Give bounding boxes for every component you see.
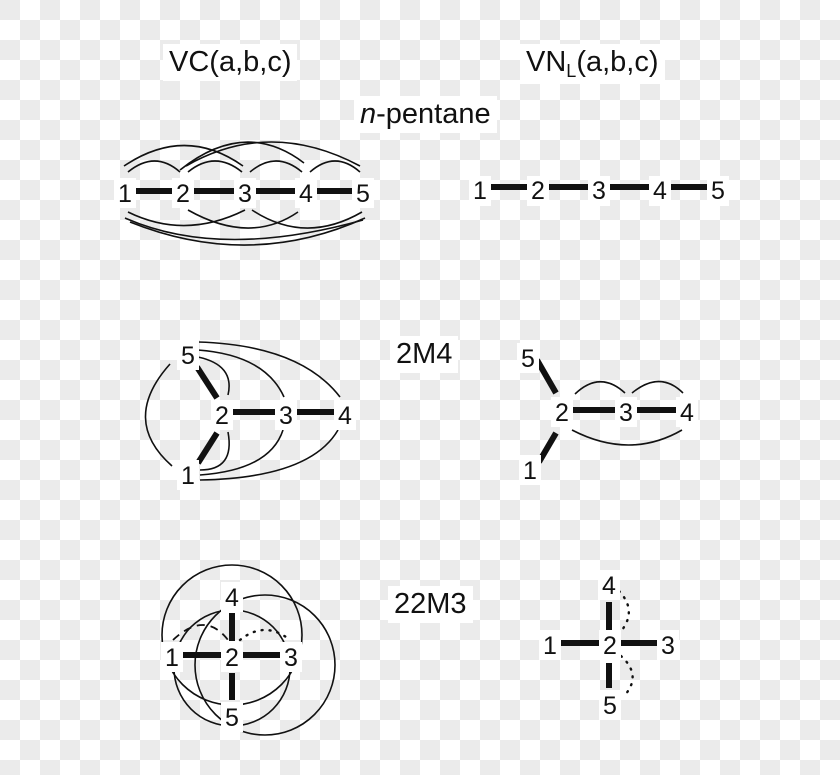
arc — [129, 217, 366, 246]
molecule-name-italic-prefix: n — [360, 98, 377, 130]
graph-n-pentane-vc: 1 2 3 4 5 — [114, 141, 374, 246]
arc — [199, 429, 284, 476]
header-vnl: VNL(a,b,c) — [520, 44, 665, 84]
atom-label: 3 — [284, 644, 298, 672]
arc — [631, 380, 684, 394]
atom-label: 1 — [181, 462, 195, 490]
header-vc-text: VC(a,b,c) — [169, 46, 292, 78]
arc — [187, 160, 243, 173]
arc — [185, 141, 361, 167]
dotted-arc — [619, 654, 634, 697]
atom-label: 5 — [181, 342, 195, 370]
atom-label: 2 — [531, 177, 545, 205]
atom-label: 4 — [338, 402, 352, 430]
atom-label: 5 — [521, 345, 535, 373]
molecule-name-22m3: 22M3 — [388, 586, 473, 623]
arc — [574, 380, 626, 395]
header-vnl-suffix: (a,b,c) — [576, 46, 659, 78]
atom-label: 1 — [473, 177, 487, 205]
bond — [195, 431, 220, 465]
arc — [571, 429, 683, 446]
graph-n-pentane-vnl: 1 2 3 4 5 — [469, 176, 729, 206]
arc — [124, 217, 364, 241]
molecule-name-rest: -pentane — [376, 98, 491, 130]
atom-label: 5 — [225, 704, 239, 732]
arc — [199, 431, 230, 471]
atom-label: 3 — [238, 180, 252, 208]
atom-label: 1 — [165, 644, 179, 672]
arc — [197, 356, 230, 396]
dotted-arc — [238, 628, 292, 642]
arc — [197, 341, 341, 398]
atom-label: 2 — [225, 644, 239, 672]
header-vnl-main: VN — [526, 46, 567, 78]
atom-label: 1 — [118, 180, 132, 208]
arc — [144, 363, 173, 467]
graph-2m4-vc: 5 2 3 4 1 — [144, 340, 356, 490]
dashed-arc — [172, 624, 229, 641]
arc — [127, 209, 246, 227]
atom-label: 4 — [653, 177, 667, 205]
molecule-name-n-pentane: n-pentane — [354, 96, 497, 133]
atom-label: 4 — [602, 572, 616, 600]
arc — [187, 209, 299, 229]
arc — [179, 141, 305, 171]
dotted-arc — [617, 589, 630, 632]
bond — [534, 358, 559, 395]
bond — [194, 365, 220, 400]
arc — [199, 429, 339, 481]
header-vnl-subscript: L — [566, 61, 577, 81]
atom-label: 3 — [661, 632, 675, 660]
atom-label: 5 — [356, 180, 370, 208]
molecule-name-text: 2M4 — [396, 338, 453, 370]
atom-label: 2 — [176, 180, 190, 208]
arc — [194, 594, 336, 736]
graph-22m3-vc: 4 1 2 3 5 — [161, 564, 336, 736]
arc — [127, 160, 181, 173]
atom-label: 5 — [711, 177, 725, 205]
molecule-name-text: 22M3 — [394, 588, 467, 620]
atom-label: 2 — [555, 399, 569, 427]
atom-label: 4 — [680, 399, 694, 427]
atom-label: 4 — [299, 180, 313, 208]
atom-label: 2 — [603, 632, 617, 660]
bond — [536, 431, 559, 464]
graph-2m4-vnl: 5 2 3 4 1 — [517, 343, 698, 485]
arc — [123, 144, 244, 167]
atom-label: 3 — [592, 177, 606, 205]
arc — [251, 209, 363, 229]
atom-label: 3 — [279, 402, 293, 430]
atom-label: 1 — [523, 457, 537, 485]
arc — [197, 349, 285, 398]
graph-22m3-vnl: 4 1 2 3 5 — [539, 570, 679, 720]
header-vc: VC(a,b,c) — [163, 44, 298, 81]
atom-label: 1 — [543, 632, 557, 660]
atom-label: 2 — [215, 402, 229, 430]
arc — [309, 160, 361, 173]
molecule-name-2m4: 2M4 — [390, 336, 459, 373]
arc — [249, 160, 303, 173]
atom-label: 5 — [603, 692, 617, 720]
atom-label: 3 — [619, 399, 633, 427]
atom-label: 4 — [225, 584, 239, 612]
